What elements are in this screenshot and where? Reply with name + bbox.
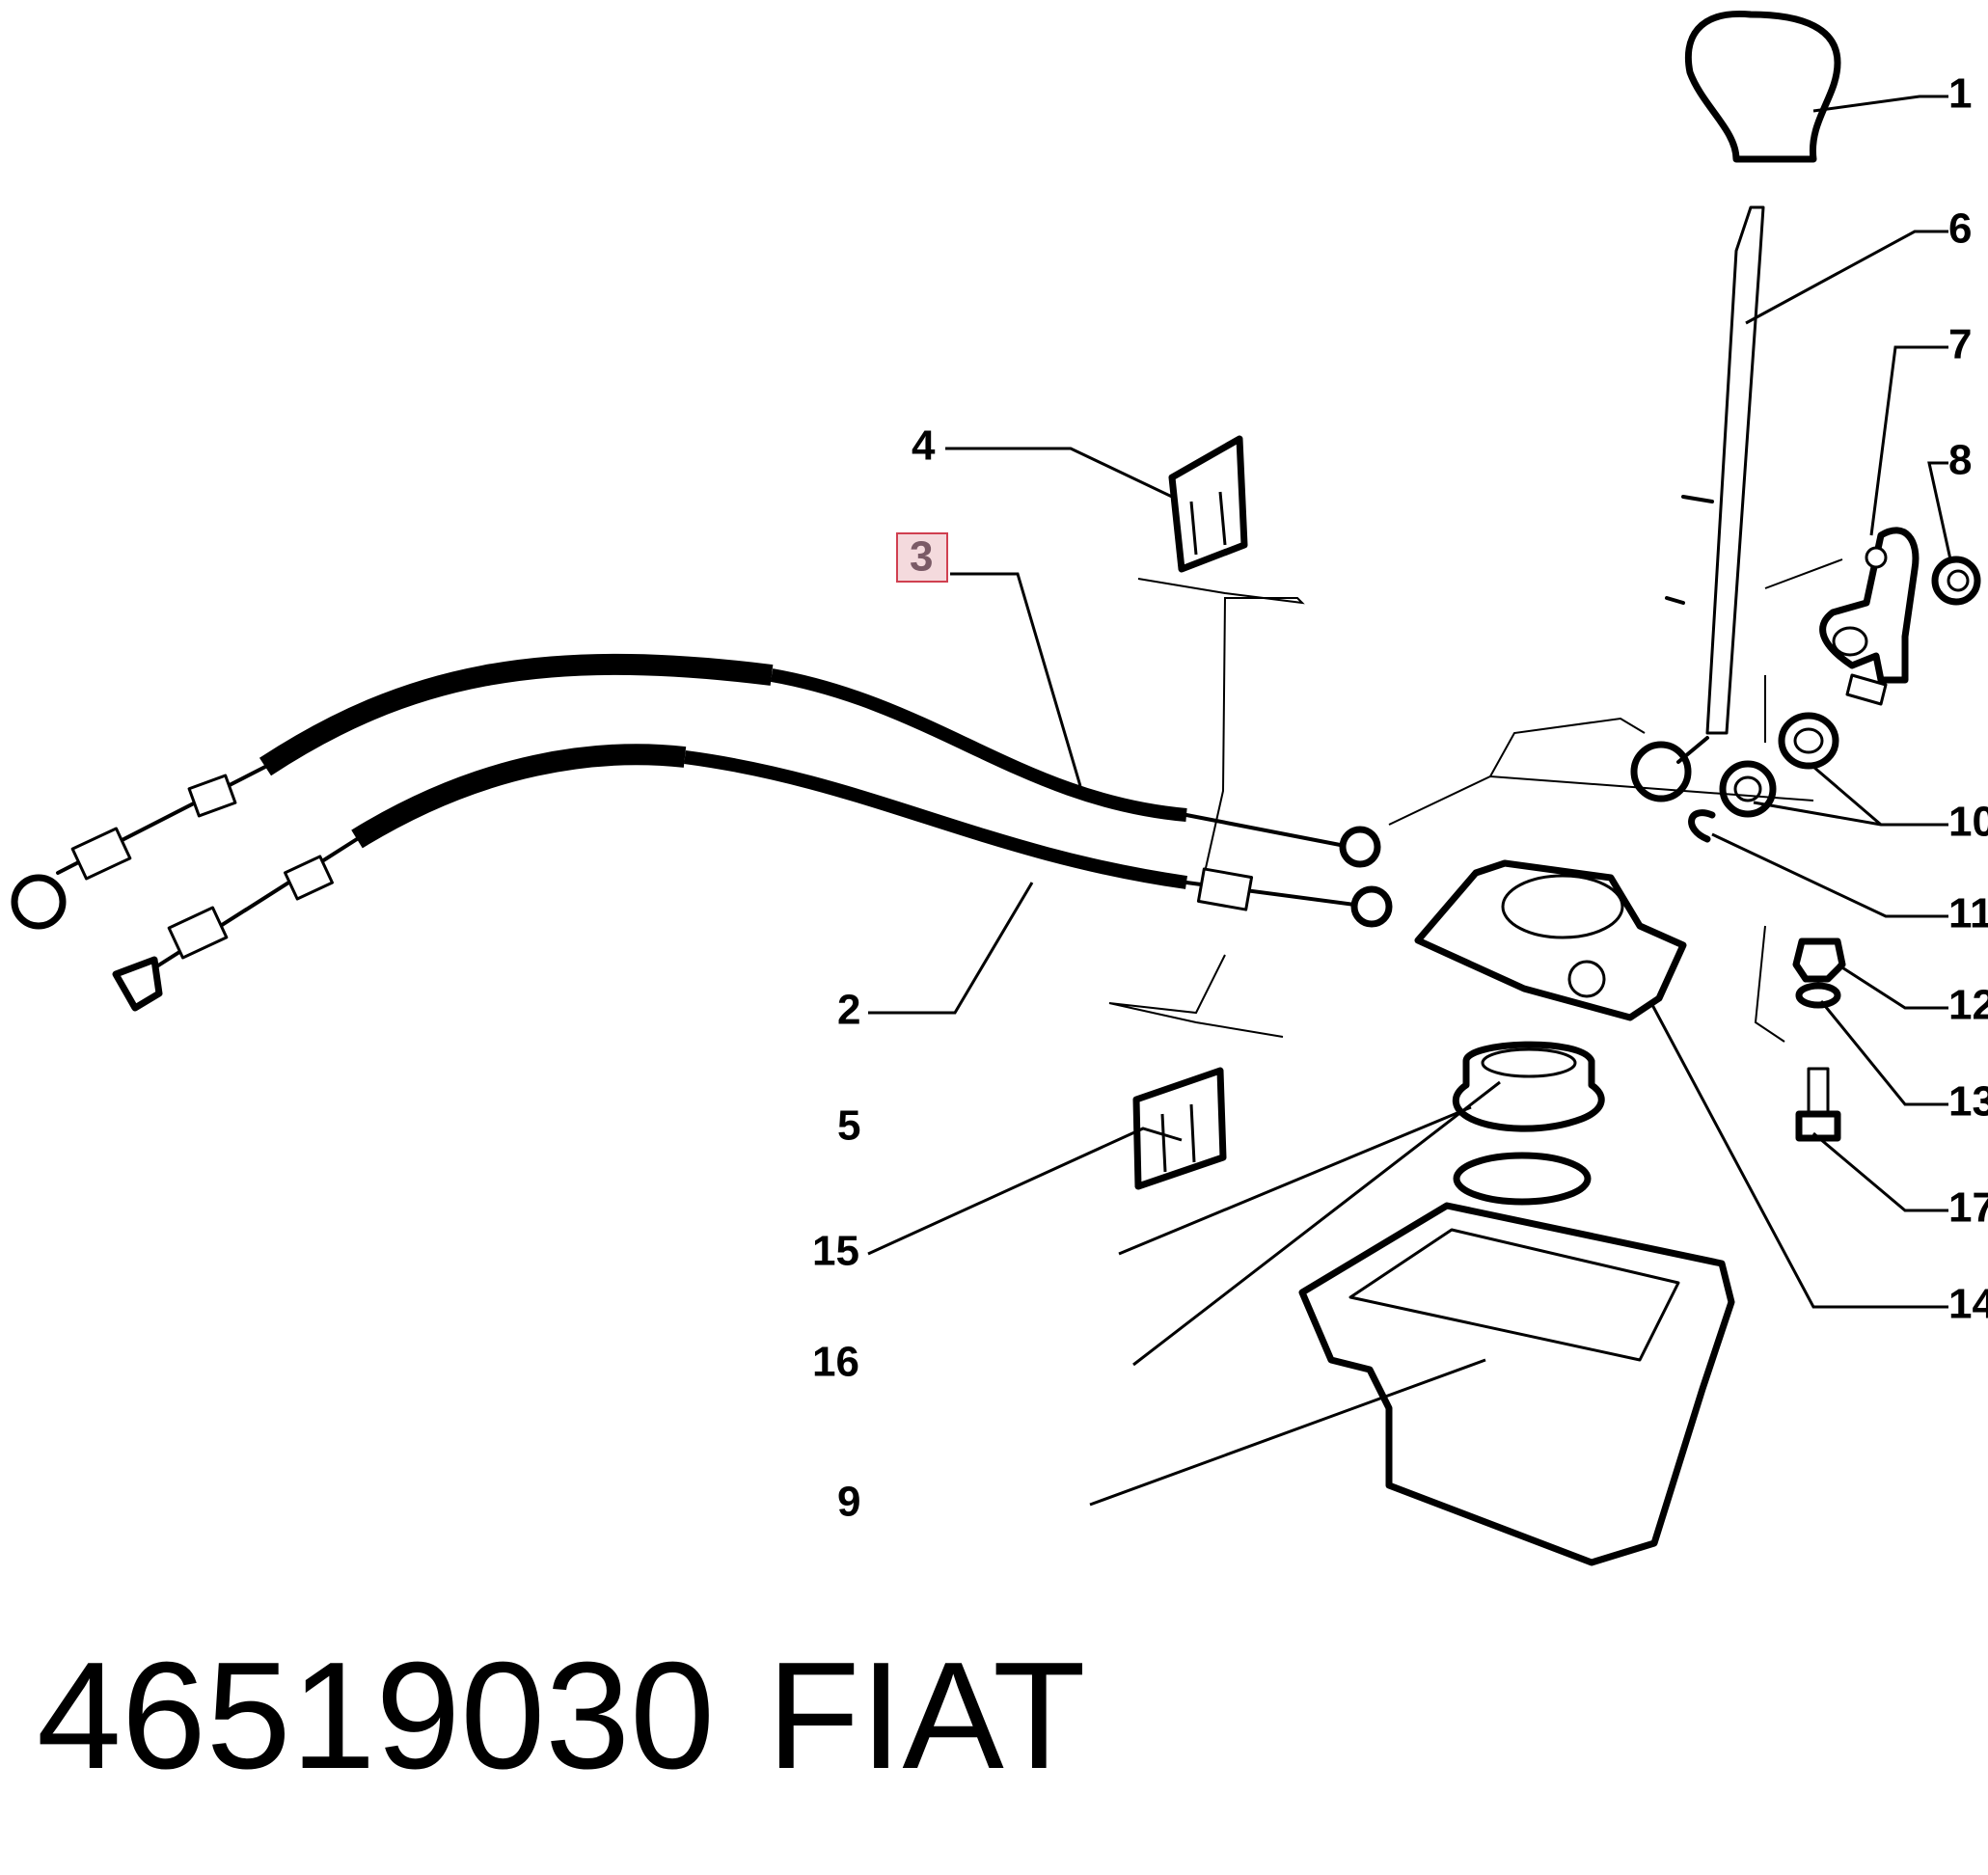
callout-1[interactable]: 1 — [1948, 70, 1972, 118]
callout-11[interactable]: 11 — [1948, 890, 1988, 938]
part-6-shift-lever[interactable] — [1630, 205, 1765, 802]
callout-5[interactable]: 5 — [837, 1102, 860, 1150]
callout-16[interactable]: 16 — [812, 1339, 859, 1386]
part-14-shift-housing[interactable] — [1414, 859, 1687, 1021]
part-5-retaining-clip[interactable] — [1132, 1067, 1227, 1190]
callout-2[interactable]: 2 — [837, 987, 860, 1034]
part-7-bracket[interactable] — [1819, 527, 1920, 706]
callout-3-highlight-box — [896, 532, 948, 583]
callout-12[interactable]: 12 — [1948, 982, 1988, 1029]
callout-14[interactable]: 14 — [1948, 1281, 1988, 1328]
part-3-gear-cable[interactable] — [11, 653, 1381, 930]
callout-17[interactable]: 17 — [1948, 1184, 1988, 1232]
part-15-rubber-boot[interactable] — [1452, 1041, 1605, 1132]
part-4-retaining-clip[interactable] — [1168, 435, 1248, 573]
part-13-washer[interactable] — [1795, 982, 1841, 1009]
leader-lines — [867, 95, 1952, 1507]
callout-9[interactable]: 9 — [837, 1479, 860, 1526]
callout-10[interactable]: 10 — [1948, 799, 1988, 846]
caption-part-number: 46519030 — [37, 1631, 715, 1801]
callout-7[interactable]: 7 — [1948, 321, 1972, 368]
callout-15[interactable]: 15 — [812, 1228, 859, 1275]
part-11-clip[interactable] — [1688, 809, 1716, 843]
callout-6[interactable]: 6 — [1948, 205, 1972, 253]
reference-lines — [1108, 558, 1843, 1043]
callout-8[interactable]: 8 — [1948, 437, 1972, 484]
callout-labels: 1 6 7 8 10 11 12 13 17 14 4 3 2 5 15 16 … — [812, 70, 1988, 1526]
part-2-gear-cable[interactable] — [112, 744, 1393, 1012]
part-12-nut[interactable] — [1792, 938, 1846, 983]
part-10-bushes[interactable] — [1719, 712, 1839, 818]
callout-3[interactable]: 3 — [910, 533, 933, 581]
caption-brand: FIAT — [767, 1631, 1086, 1801]
part-17-bolt[interactable] — [1795, 1067, 1841, 1142]
callout-4[interactable]: 4 — [912, 422, 936, 470]
part-16-o-ring[interactable] — [1453, 1152, 1592, 1206]
part-9-housing-base[interactable] — [1298, 1202, 1735, 1566]
callout-13[interactable]: 13 — [1948, 1078, 1988, 1126]
part-8-bush[interactable] — [1931, 556, 1981, 606]
part-1-gear-knob[interactable] — [1684, 10, 1841, 163]
